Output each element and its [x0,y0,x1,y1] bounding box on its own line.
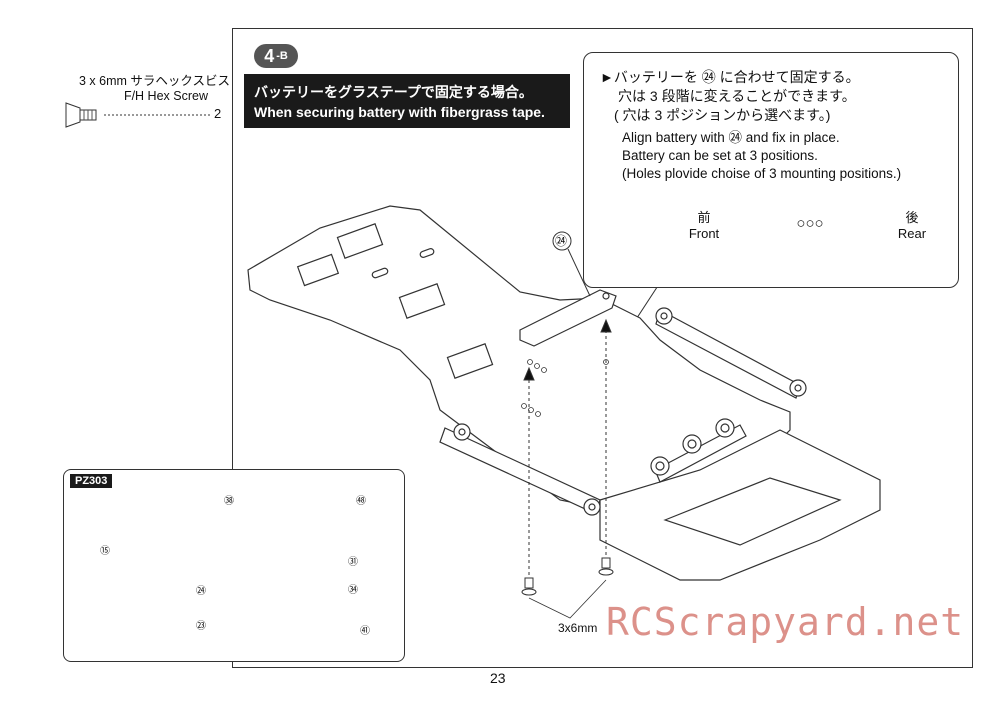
step-title-en: When securing battery with fibergrass ta… [254,104,545,120]
hardware-qty: 2 [214,106,222,121]
battery-bracket-part-24 [519,289,617,347]
part-24-callout: ㉔ [555,234,568,248]
insertion-guides [523,318,612,580]
step-frame [232,28,973,668]
step-title-jp: バッテリーをグラステープで固定する場合。 [254,84,533,100]
position-symbols: ○○○ [796,215,824,232]
note-en-line-2: Battery can be set at 3 positions. [622,148,818,163]
part-number-31: ㉛ [348,557,358,568]
note-jp-line-3: ( 穴は 3 ポジションから選べます。) [614,107,831,123]
step-number: 4 [264,45,275,66]
page-number: 23 [490,670,506,686]
note-jp-line-1: ►バッテリーを ㉔ に合わせて固定する。 [600,69,860,85]
front-label-en: Front [688,226,720,241]
watermark: RCScrapyard.net [606,600,965,644]
screw-size-label: 3x6mm [558,621,598,635]
screw-3x6-right [598,557,614,576]
parts-tree-code: PZ303 [70,474,113,488]
front-label-jp: 前 [697,210,711,225]
screw-3x6-left [521,577,537,596]
step-title: バッテリーをグラステープで固定する場合。 When securing batte… [244,74,570,128]
rear-label-en: Rear [897,226,927,241]
step-suffix: -B [276,50,288,62]
part-number-38: ㊳ [224,496,234,507]
part-number-24: ㉔ [196,586,206,597]
note-callout [583,52,959,288]
part-24-callout-circle [552,231,572,251]
rear-label: 後 Rear [892,210,932,242]
part-number-34: ㉞ [348,585,358,596]
flat-head-screw-icon [65,102,97,128]
front-label: 前 Front [684,210,724,242]
part-number-41: ㊶ [360,626,370,637]
part-number-48: ㊽ [356,496,366,507]
note-en-line-1: Align battery with ㉔ and fix in place. [622,130,840,145]
part-number-23: ㉓ [196,621,206,632]
suspension-arms [439,307,807,516]
main-chassis-plate [247,205,791,507]
part-number-15: ⑮ [100,546,110,557]
rear-label-jp: 後 [905,210,919,225]
screw-leader [528,579,607,619]
note-en-line-3: (Holes plovide choise of 3 mounting posi… [622,166,902,181]
parts-tree-box [63,469,405,662]
hardware-name-en: F/H Hex Screw [123,89,208,103]
part-24-leader [567,248,591,297]
hardware-name-jp: 3 x 6mm サラヘックスビス [78,74,230,88]
hardware-label: 3 x 6mm サラヘックスビス F/H Hex Screw [40,74,230,104]
step-badge: 4-B [254,44,298,68]
note-jp-line-2: 穴は 3 段階に変えることができます。 [618,88,856,104]
lower-chassis-plate [599,429,881,581]
